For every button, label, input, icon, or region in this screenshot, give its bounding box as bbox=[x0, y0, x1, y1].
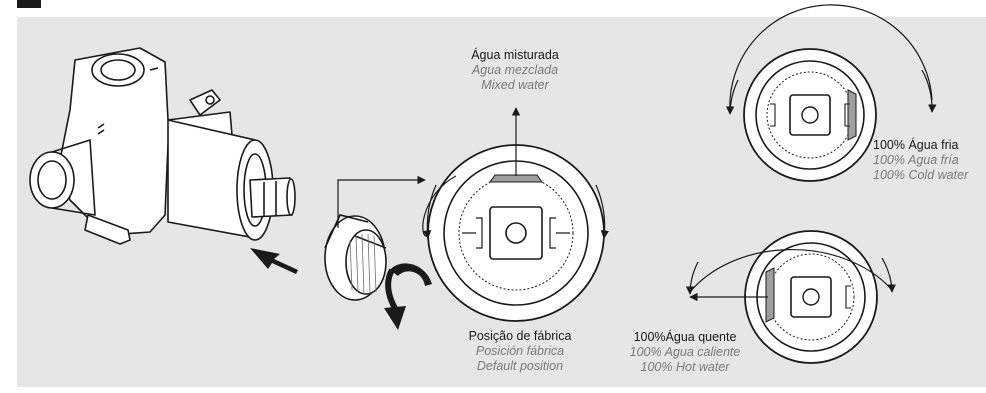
corner-mark bbox=[17, 0, 41, 8]
label-cold-water: 100% Água fria 100% Agua fría 100% Cold … bbox=[873, 138, 968, 183]
push-arrow-icon bbox=[250, 248, 298, 274]
label-mixed-en: Mixed water bbox=[481, 78, 549, 92]
label-hot-water: 100%Água quente 100% Agua caliente 100% … bbox=[605, 330, 765, 375]
label-hot-pt: 100%Água quente bbox=[633, 330, 737, 344]
default-dial bbox=[422, 107, 610, 322]
label-mixed-water: Água misturada Agua mezclada Mixed water bbox=[440, 48, 590, 93]
label-default-pt: Posição de fábrica bbox=[468, 329, 572, 343]
label-cold-es: 100% Agua fría bbox=[873, 153, 959, 167]
cap-ring-icon bbox=[324, 214, 387, 301]
label-default-en: Default position bbox=[476, 359, 564, 373]
mixed-band bbox=[489, 174, 543, 183]
label-default-es: Posición fábrica bbox=[475, 344, 565, 358]
label-cold-en: 100% Cold water bbox=[873, 168, 969, 182]
label-cold-pt: 100% Água fria bbox=[873, 138, 959, 152]
cold-dial bbox=[725, 4, 937, 182]
label-hot-en: 100% Hot water bbox=[640, 360, 730, 374]
valve-body-icon bbox=[29, 47, 296, 245]
label-default-position: Posição de fábrica Posición fábrica Defa… bbox=[440, 329, 600, 374]
cap-ring-knurl bbox=[349, 233, 377, 295]
label-hot-es: 100% Agua caliente bbox=[629, 345, 741, 359]
label-mixed-pt: Água misturada bbox=[471, 48, 559, 62]
label-mixed-es: Agua mezclada bbox=[471, 63, 559, 77]
hot-dial bbox=[685, 230, 896, 364]
connector-arrow bbox=[337, 175, 426, 228]
rotate-arrow-icon bbox=[384, 263, 432, 330]
